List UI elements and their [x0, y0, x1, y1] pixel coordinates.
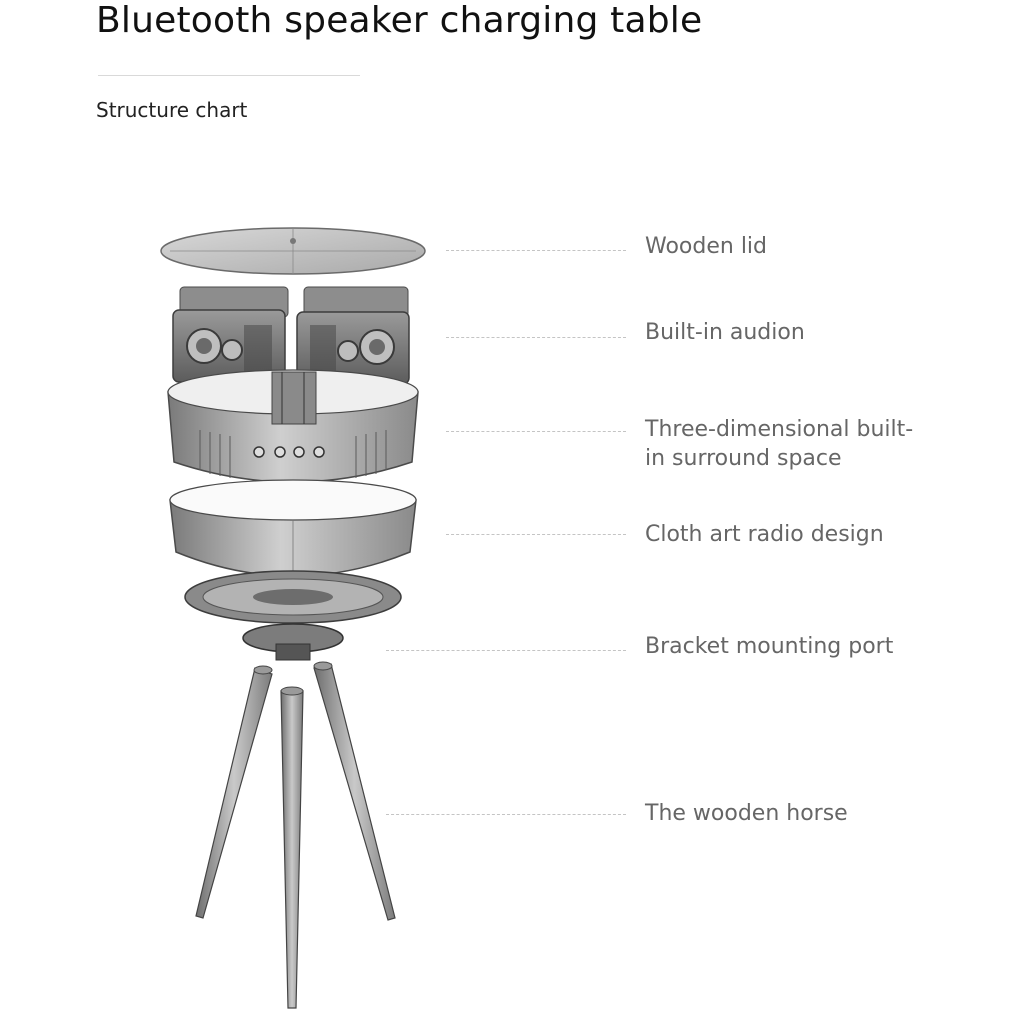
- base-plate-part: [184, 570, 402, 624]
- callout-label-wooden-lid: Wooden lid: [645, 234, 768, 259]
- callout-label-cloth-art: Cloth art radio design: [645, 522, 884, 547]
- page-title: Bluetooth speaker charging table: [96, 0, 703, 41]
- cloth-shell-part: [169, 479, 417, 578]
- callout-line-built-in-audion: [446, 337, 626, 338]
- callout-line-cloth-art: [446, 534, 626, 535]
- callout-label-built-in-audion: Built-in audion: [645, 320, 805, 345]
- surround-chamber-part: [167, 369, 419, 483]
- callout-label-surround-space-line1: Three-dimensional built-: [645, 417, 914, 442]
- bracket-port-part: [242, 623, 344, 661]
- wooden-lid-part: [160, 227, 426, 275]
- callout-label-surround-space-line2: in surround space: [645, 446, 842, 471]
- callout-line-wooden-horse: [386, 814, 626, 815]
- speaker-units-part: [172, 286, 410, 385]
- title-divider: [98, 75, 360, 76]
- callout-line-surround-space: [446, 431, 626, 432]
- tripod-legs-part: [195, 661, 396, 1009]
- page-subtitle: Structure chart: [96, 98, 248, 122]
- callout-line-wooden-lid: [446, 250, 626, 251]
- callout-label-bracket-port: Bracket mounting port: [645, 634, 894, 659]
- callout-label-wooden-horse: The wooden horse: [645, 801, 848, 826]
- callout-line-bracket-port: [386, 650, 626, 651]
